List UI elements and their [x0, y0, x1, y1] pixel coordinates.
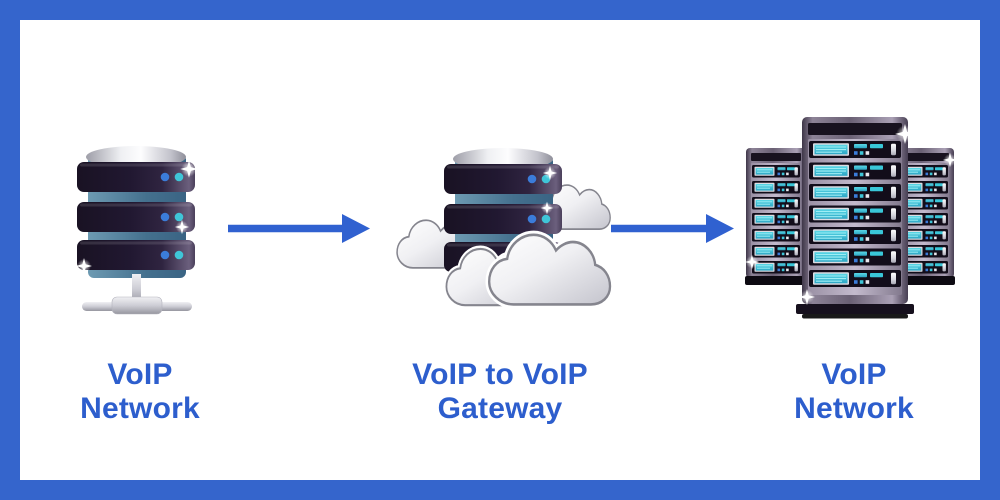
server-rack-front — [802, 117, 908, 304]
rack-shadow — [802, 314, 908, 319]
rack-base — [745, 276, 811, 285]
label-line: Network — [80, 392, 200, 425]
database-stack — [77, 146, 195, 278]
arrow-right-icon — [611, 214, 734, 243]
label-line: Network — [794, 392, 914, 425]
arrow-right-icon — [228, 214, 370, 243]
database-server-icon — [76, 136, 198, 315]
server-rack-right — [894, 148, 954, 278]
server-rack-cluster-icon — [745, 117, 955, 319]
network-hub — [111, 296, 163, 315]
label-line: VoIP — [107, 358, 173, 391]
network-stem — [132, 274, 141, 304]
label-line: VoIP to VoIP — [412, 358, 588, 391]
node-label-right: VoIP Network — [734, 358, 974, 426]
node-label-middle: VoIP to VoIP Gateway — [350, 358, 650, 426]
flow-arrow-left-to-gateway — [228, 214, 370, 243]
server-rack-left — [746, 148, 806, 278]
node-label-left: VoIP Network — [20, 358, 260, 426]
cloud-database-server-icon — [395, 136, 615, 316]
rack-base — [796, 304, 914, 314]
label-line: VoIP — [821, 358, 887, 391]
flow-arrow-gateway-to-right — [611, 214, 734, 243]
sparkle-glint — [139, 136, 149, 145]
label-line: Gateway — [437, 392, 563, 425]
